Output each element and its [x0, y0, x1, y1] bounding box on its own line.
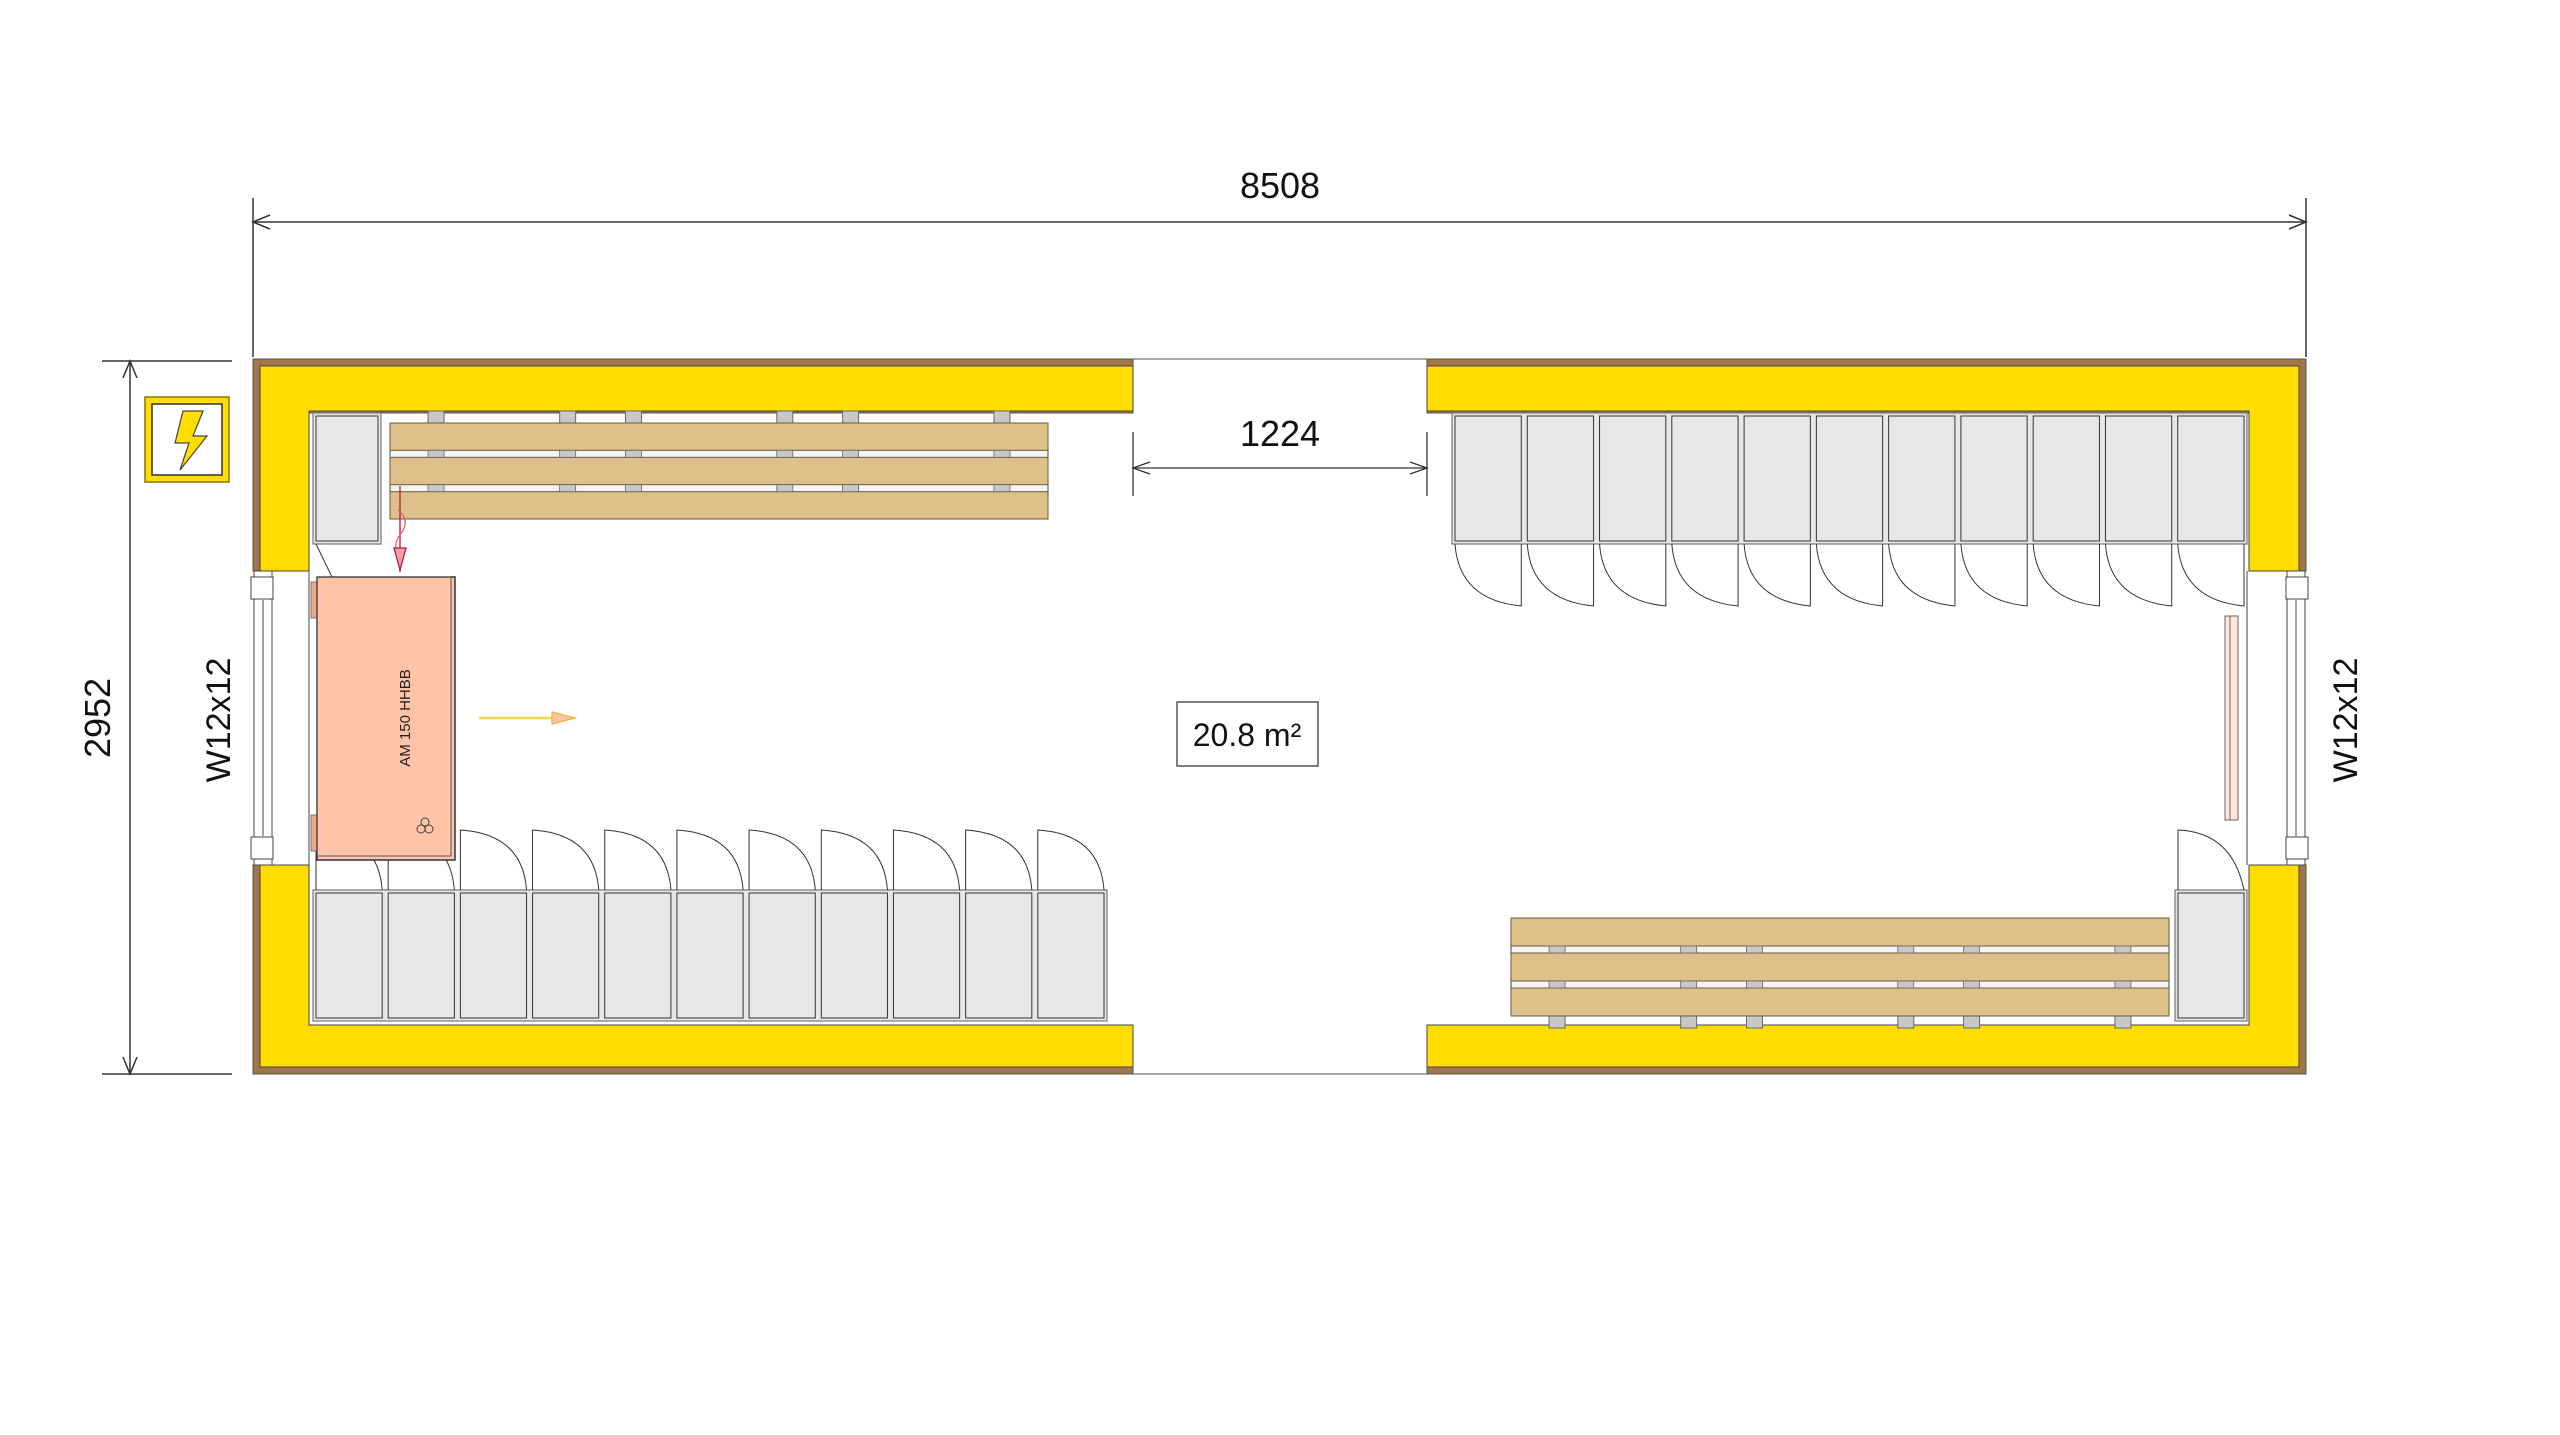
bench-leg — [1680, 1015, 1698, 1029]
locker — [604, 829, 672, 1019]
width-dimension-label: 8508 — [1240, 165, 1320, 206]
locker-door-swing — [820, 829, 888, 891]
locker-door-swing — [2032, 543, 2100, 607]
locker — [820, 829, 888, 1019]
bench-slat — [1510, 952, 2170, 982]
locker-door-swing — [459, 829, 528, 891]
locker-door-swing — [892, 829, 961, 891]
locker — [1671, 415, 1739, 607]
bench-top-left — [389, 410, 1049, 520]
bench-leg — [1897, 1015, 1915, 1029]
locker-top-left — [312, 412, 382, 578]
width-dimension — [251, 198, 2308, 357]
bench-leg — [2114, 1015, 2132, 1029]
locker-door-swing — [1599, 543, 1667, 607]
electrical-sign — [144, 396, 230, 483]
locker — [2104, 415, 2173, 607]
locker-door-swing — [676, 829, 744, 891]
locker — [892, 829, 961, 1019]
locker — [532, 829, 600, 1019]
locker — [315, 829, 383, 1019]
locker-door-swing — [1960, 543, 2028, 607]
airflow-arrow-icon — [479, 711, 578, 725]
depth-dimension — [102, 359, 232, 1076]
bench-leg — [776, 410, 794, 424]
wall-panel-right — [2224, 615, 2239, 821]
locker-door-swing — [1815, 543, 1884, 607]
bench-leg — [842, 410, 860, 424]
locker-bottom-right — [2174, 829, 2248, 1022]
bench-leg — [1548, 1015, 1566, 1029]
locker — [748, 829, 816, 1019]
bench-leg — [1963, 1015, 1981, 1029]
window-right — [2246, 570, 2309, 866]
locker-door-swing — [1526, 543, 1595, 607]
bench-slat — [1510, 987, 2170, 1017]
window-left-label: W12x12 — [200, 658, 238, 783]
bench-slat — [389, 456, 1049, 486]
locker — [1960, 415, 2028, 607]
area-label-box: 20.8 m² — [1176, 701, 1319, 767]
locker — [1599, 415, 1667, 607]
locker — [676, 829, 744, 1019]
fan-icon — [416, 817, 434, 834]
depth-dimension-label: 2952 — [77, 678, 118, 758]
bench-leg — [993, 410, 1011, 424]
locker — [1037, 829, 1105, 1019]
bench-slat — [1510, 917, 2170, 947]
bench-slat — [389, 422, 1049, 451]
locker-door-swing — [2177, 829, 2245, 891]
locker-door-swing — [1037, 829, 1105, 891]
bench-leg — [559, 410, 577, 424]
locker — [1526, 415, 1595, 607]
lockers-bottom-left — [312, 829, 1108, 1022]
bench-leg — [427, 410, 445, 424]
bench-leg — [1745, 1015, 1763, 1029]
locker — [965, 829, 1033, 1019]
floor-area-label: 20.8 m² — [1193, 717, 1302, 753]
locker-door-swing — [1888, 543, 1956, 607]
locker — [2032, 415, 2100, 607]
locker — [2177, 415, 2245, 607]
locker-door-swing — [2104, 543, 2173, 607]
locker — [1815, 415, 1884, 607]
heater-label: AM 150 HHBB — [397, 669, 414, 767]
locker — [1743, 415, 1811, 607]
locker-door-swing — [1454, 543, 1522, 607]
window-right-label: W12x12 — [2327, 658, 2365, 783]
bench-bottom-right — [1510, 917, 2170, 1029]
window-left — [250, 570, 310, 866]
locker — [459, 829, 528, 1019]
locker-door-swing — [965, 829, 1033, 891]
door-dimension-label: 1224 — [1240, 413, 1320, 454]
locker-door-swing — [1671, 543, 1739, 607]
locker — [387, 829, 455, 1019]
heater: AM 150 HHBB — [310, 576, 456, 861]
lightning-bolt-icon — [174, 410, 209, 471]
locker — [1454, 415, 1522, 607]
bench-leg — [624, 410, 642, 424]
locker-door-swing — [604, 829, 672, 891]
locker-door-swing — [748, 829, 816, 891]
walls — [252, 358, 2307, 1075]
locker-door-swing — [2177, 543, 2245, 607]
locker-door-swing — [532, 829, 600, 891]
locker-door-swing — [1743, 543, 1811, 607]
door-dimension — [1131, 432, 1429, 496]
heating-pipe — [393, 486, 407, 573]
locker — [1888, 415, 1956, 607]
bench-slat — [389, 491, 1049, 520]
lockers-top-right — [1451, 412, 2248, 607]
